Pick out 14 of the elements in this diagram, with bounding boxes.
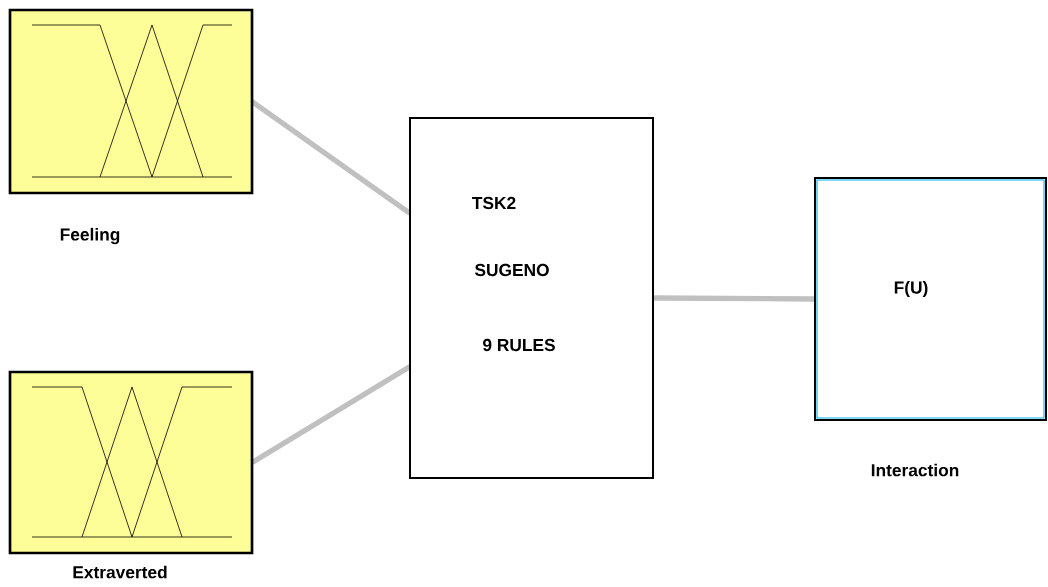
output-function-box xyxy=(814,177,1047,421)
connector-line xyxy=(653,295,816,302)
node-label: Interaction xyxy=(871,463,959,477)
node-label: F(U) xyxy=(894,280,928,298)
node-label: Feeling xyxy=(60,227,120,245)
membership-function-box xyxy=(8,370,254,555)
node-label: Extraverted xyxy=(73,565,167,579)
node-label: SUGENO xyxy=(474,263,549,277)
membership-function-box xyxy=(8,8,254,195)
node-label: 9 RULES xyxy=(483,338,555,352)
connector-line xyxy=(250,99,412,216)
connector-line xyxy=(250,364,412,465)
rule-base-box xyxy=(409,117,654,479)
node-label: TSK2 xyxy=(472,196,516,210)
